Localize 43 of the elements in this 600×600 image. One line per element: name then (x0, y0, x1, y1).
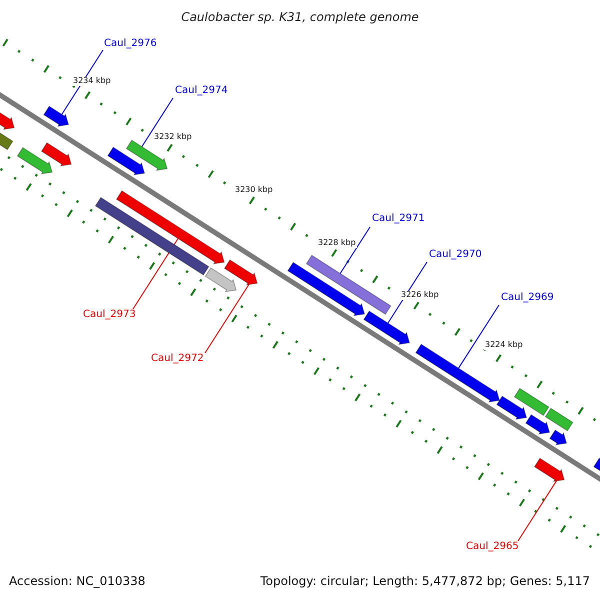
scale-label: 3234 kbp (72, 77, 112, 86)
gene-feature (306, 254, 392, 315)
gene-label: Caul_2965 (466, 541, 519, 552)
leader-line (141, 98, 174, 148)
gene-feature (544, 408, 574, 432)
scale-label: 3232 kbp (153, 133, 193, 142)
leader-line (61, 50, 104, 115)
gene-label: Caul_2970 (429, 249, 482, 260)
gene-feature (204, 267, 237, 292)
gene-feature (534, 458, 565, 482)
gene-feature (514, 388, 550, 416)
leader-line (458, 304, 500, 369)
title: Caulobacter sp. K31, complete genome (180, 11, 420, 24)
scale-label: 3224 kbp (484, 341, 524, 350)
info-text: Topology: circular; Length: 5,477,872 bp; Genes: 5,117 (260, 575, 590, 588)
gene-feature (496, 396, 528, 420)
gene-feature (363, 310, 410, 345)
gene-label: Caul_2971 (372, 213, 425, 224)
gene-feature (126, 140, 168, 171)
gene-feature (525, 414, 550, 435)
leader-line (204, 284, 250, 354)
gene-label: Caul_2974 (175, 85, 228, 96)
gene-feature (40, 142, 72, 166)
gene-label: Caul_2973 (83, 309, 136, 320)
leader-line (387, 262, 428, 324)
gene-feature (116, 190, 225, 264)
gene-feature (43, 106, 70, 127)
gene-feature (94, 196, 210, 276)
gene-feature (107, 146, 146, 176)
gene-feature (224, 259, 258, 286)
scale-label: 3228 kbp (317, 239, 357, 248)
scale-label: 3226 kbp (400, 291, 440, 300)
info-text: Accession: NC_010338 (9, 575, 146, 588)
leader-line (340, 226, 370, 274)
gene-label: Caul_2969 (501, 292, 554, 303)
gene-feature (16, 147, 53, 174)
gene-feature (549, 430, 568, 446)
leader-line (518, 480, 557, 542)
leader-line (132, 238, 178, 310)
gene-label: Caul_2972 (151, 353, 204, 364)
scale-label: 3230 kbp (234, 186, 274, 195)
gene-label: Caul_2976 (104, 38, 157, 49)
gene-feature (287, 262, 366, 316)
